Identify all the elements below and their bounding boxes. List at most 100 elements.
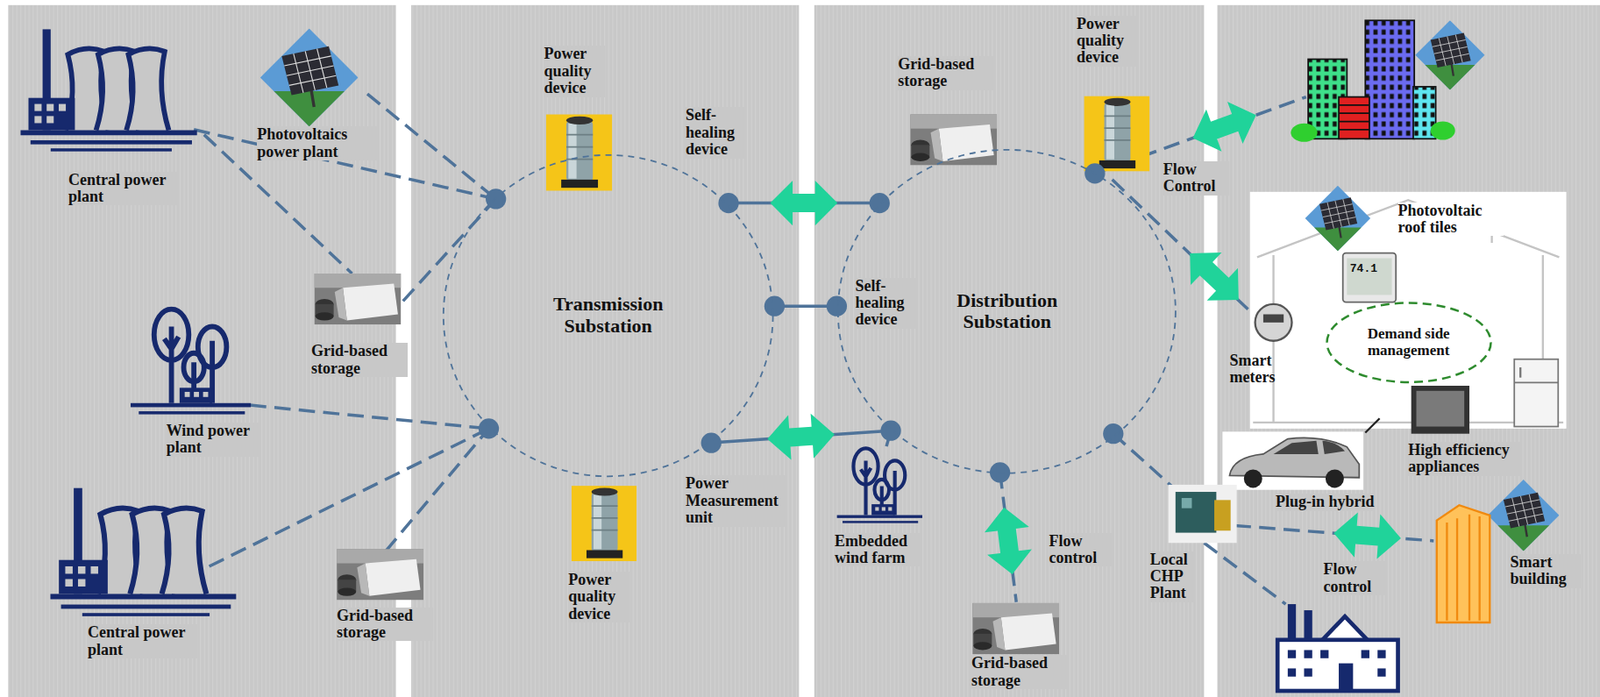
label-box: Flow control [1049,533,1113,568]
label-box: Power quality device [568,571,630,623]
factory-icon [1322,616,1367,640]
label-box: Embedded wind farm [834,533,923,568]
solar-panel-icon [260,28,359,128]
factory-icon [1377,649,1386,658]
component-label: Central power plant [87,624,198,659]
background-panels [411,5,799,697]
flow-control-arrows [1185,93,1265,159]
factory-icon [1287,604,1296,640]
chp-plant-icon [1168,484,1238,543]
component-label: Flow control [1323,561,1387,596]
component-label: Self-healing device [854,277,917,329]
factory-icon [1361,649,1370,658]
node-title: Transmission Substation [538,293,679,336]
label-box: Flow control [1323,561,1387,596]
display-reading: 74.1 [1350,263,1378,276]
background-panels [814,5,1205,697]
feeder-lines [1203,542,1286,605]
feeder-lines [385,428,490,552]
factory-icon [1277,604,1398,691]
appliance-icons [1519,367,1522,378]
chp-plant-icon [1168,484,1238,543]
power-quality-icon [1084,95,1151,171]
component-label: Grid-based storage [897,56,995,91]
node-outline [1326,303,1491,383]
car-icon [1325,469,1344,488]
city-buildings [1430,121,1456,141]
wind-farm-icon [130,309,251,415]
component-label: Central power plant [68,171,178,207]
flow-arrow [766,412,837,462]
car-icon [1273,440,1319,455]
factory-icon [1277,640,1398,691]
label-box: Power Measurement unit [685,475,787,527]
junction-dots [826,296,847,317]
power-quality-icon [546,113,613,191]
substation-circle: Transmission Substation [441,153,775,478]
factory-icon [1287,649,1296,658]
feeder-lines [403,199,497,301]
node-outline [443,154,774,476]
feeder-lines [249,405,489,429]
smart-meter-icon [1263,314,1284,323]
flow-control-arrows [1331,511,1403,562]
label-box: 74.1 [1350,263,1378,276]
component-label: Self-healing device [685,106,747,158]
factory-icon [1320,649,1329,658]
wind-farm-icon [836,448,923,523]
flow-control-arrows [981,504,1035,577]
label-box: Photovoltaics power plant [256,126,380,161]
label-box: Plug-in hybrid [1275,493,1375,511]
label-box: Smart building [1510,554,1581,589]
label-box: High efficiency appliances [1408,441,1522,477]
appliance-icons [1411,385,1470,434]
label-box: Central power plant [68,171,178,207]
label-box: Wind power plant [166,422,259,457]
node-outline [838,149,1176,474]
factory-icon [1338,663,1353,691]
appliance-icons [1514,359,1558,427]
junction-dots [869,192,890,214]
factory-icon [1377,668,1386,676]
label-box: Self-healing device [854,277,917,329]
component-label: Power Measurement unit [685,475,787,527]
thermostat-display [1346,257,1392,295]
solar-panel-icon [1305,185,1371,251]
solar-panel-icon [260,20,1560,551]
feeder-lines [1113,433,1174,489]
city-buildings [1338,105,1370,130]
chp-plant-icon [1175,491,1217,534]
power-plant-icon [20,28,236,616]
label-box: Self-healing device [685,106,747,158]
label-box: Flow Control [1163,161,1230,196]
junction-dots [718,192,739,214]
label-box: Photovoltaic roof tiles [1398,202,1504,237]
connector [711,412,891,462]
label-box: Grid-based storage [971,654,1068,690]
junction-dots [478,163,1124,483]
feeder-lines [193,93,1434,605]
city-buildings [1290,123,1317,143]
car-icon [1244,469,1263,488]
label-box: Grid-based storage [311,342,408,377]
component-label: Grid-based storage [336,607,434,642]
component-label: Smart meters [1230,352,1288,387]
factory-icon [1303,649,1312,658]
appliance-icons [1411,359,1559,434]
house-panel [1250,192,1567,429]
car-icon [1222,431,1364,490]
node-title: Demand side management [1353,326,1464,359]
power-plant-icon [20,28,197,151]
solar-panel-icon [1415,20,1485,90]
component-label: Local CHP Plant [1150,551,1196,603]
component-label: Flow Control [1163,161,1230,196]
component-label: Power quality device [543,45,605,97]
chp-plant-icon [1214,499,1231,531]
background-panels [1217,5,1600,697]
factory-icon [1303,668,1312,676]
junction-dots [1102,423,1124,444]
factory-icon [1303,610,1312,640]
component-label: Embedded wind farm [834,533,923,568]
